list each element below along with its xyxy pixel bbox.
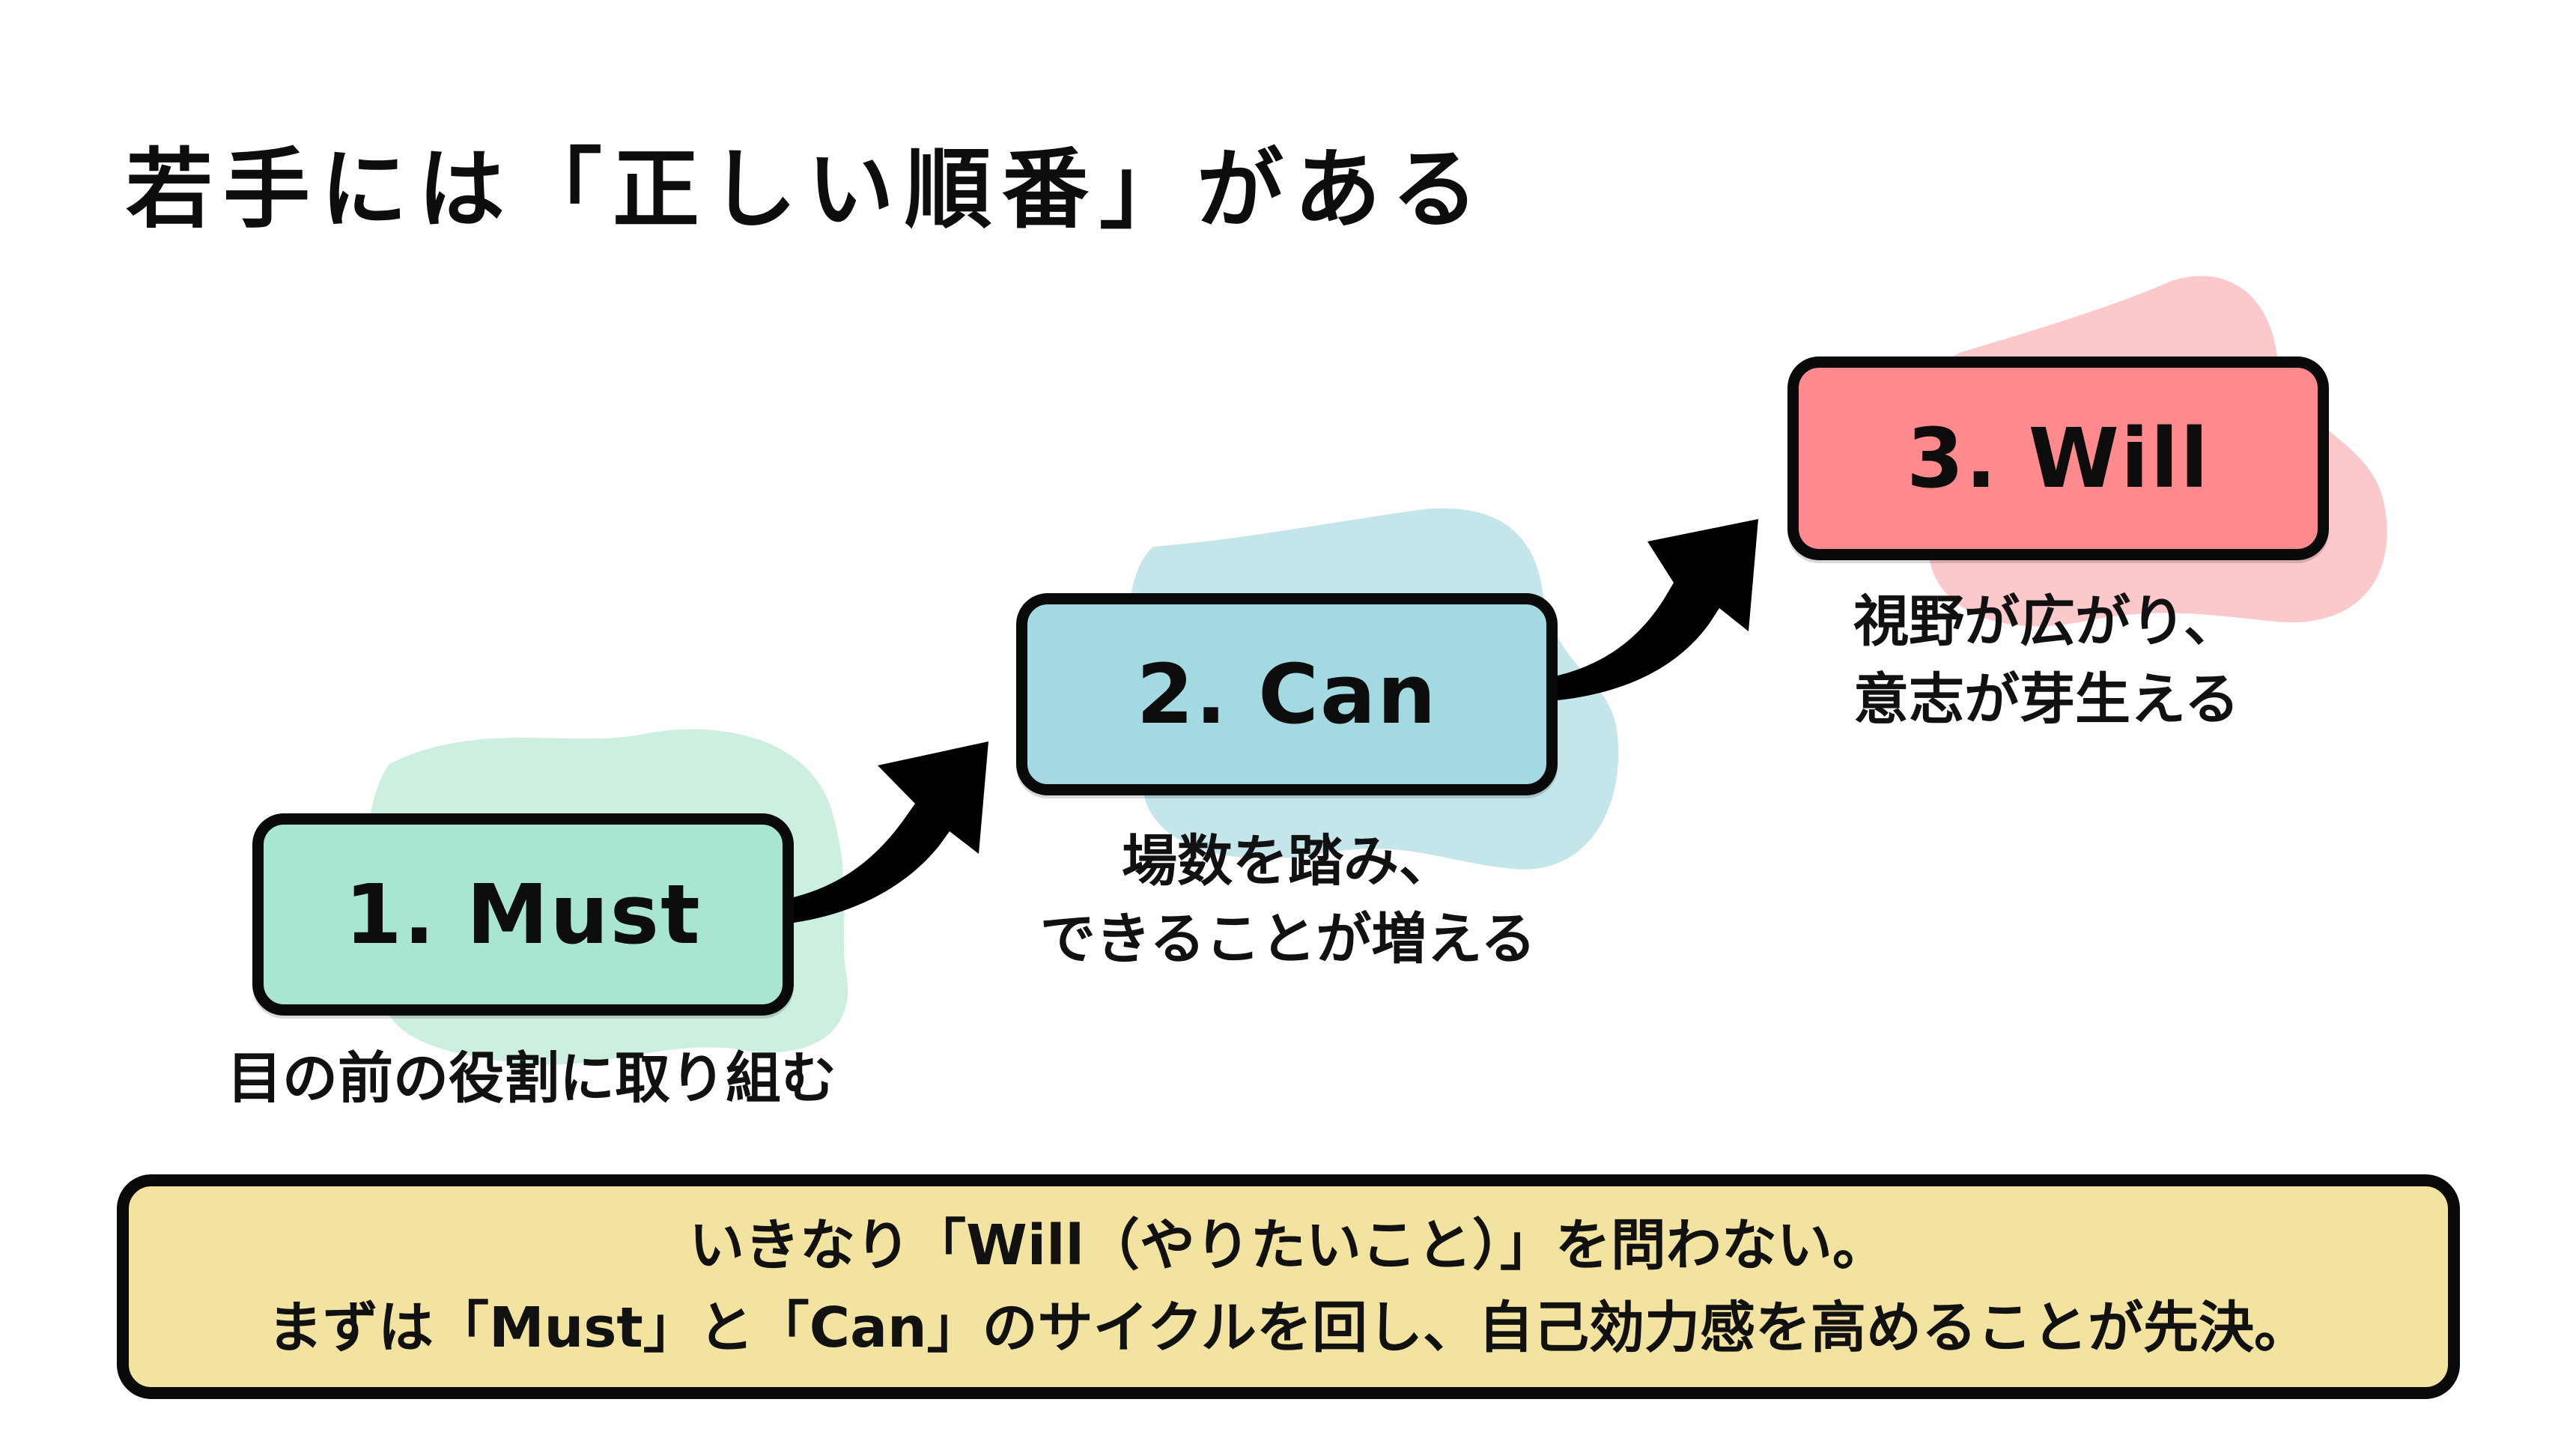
- summary-line-1: いきなり「Will（やりたいこと）」を問わない。: [689, 1213, 1888, 1278]
- caption-line: 意志が芽生える: [1853, 667, 2240, 732]
- summary-line-2: まずは「Must」と「Can」のサイクルを回し、自己効力感を高めることが先決。: [267, 1296, 2309, 1360]
- caption-line: 視野が広がり、: [1853, 589, 2240, 654]
- caption-line: 目の前の役割に取り組む: [227, 1046, 836, 1111]
- step-caption-must: 目の前の役割に取り組む: [210, 1040, 854, 1117]
- caption-line: できることが増える: [1039, 907, 1537, 971]
- step-label-must: 1. Must: [344, 867, 702, 962]
- step-box-must: 1. Must: [252, 813, 794, 1016]
- step-box-can: 2. Can: [1016, 593, 1558, 795]
- page-title: 若手には「正しい順番」がある: [126, 139, 1489, 240]
- arrow-must-to-can: [794, 741, 988, 923]
- step-caption-will: 視野が広がり、 意志が芽生える: [1853, 583, 2240, 738]
- step-label-can: 2. Can: [1136, 646, 1438, 742]
- step-box-will: 3. Will: [1787, 357, 2329, 560]
- caption-line: 場数を踏み、: [1122, 829, 1454, 894]
- arrow-can-to-will: [1558, 519, 1758, 700]
- step-label-will: 3. Will: [1906, 410, 2211, 506]
- summary-box: いきなり「Will（やりたいこと）」を問わない。 まずは「Must」と「Can」…: [117, 1174, 2460, 1399]
- step-caption-can: 場数を踏み、 できることが増える: [973, 822, 1603, 978]
